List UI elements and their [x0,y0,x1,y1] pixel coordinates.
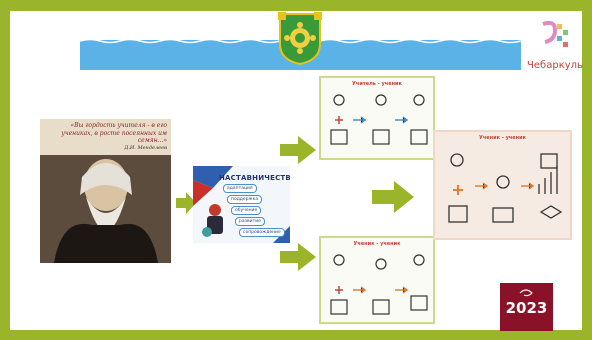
poster-item: поддержка [227,195,263,204]
poster-item: сопровождение [239,228,285,237]
card-diagram [330,254,428,315]
arrow-up-right-icon [280,136,316,164]
card-large-student-student: Ученик - ученик [433,130,572,240]
city-crest-icon [278,12,322,66]
card-diagram [448,153,563,223]
poster-item: обучение [231,206,262,215]
poster-title: НАСТАВНИЧЕСТВО [219,174,290,182]
brand-mark-icon [542,20,568,47]
year-badge: 2023 [500,283,553,331]
year-badge-icon: 2023 [506,289,548,317]
quote-author: Д.И. Менделеев [124,144,167,151]
mendeleev-portrait: «Вы гордость учителя - в его учениках, в… [40,119,171,263]
badge-year: 2023 [506,299,548,317]
card-diagram [330,94,428,145]
card-teacher-student: Учитель - ученик [319,76,435,160]
arrow-right-icon [176,192,196,214]
mentor-figure-icon [202,204,223,237]
card-student-student: Ученик - ученик [319,236,435,324]
poster-item: адаптация [223,184,257,193]
quote-text: «Вы гордость учителя - в его учениках, в… [61,122,167,144]
arrow-down-right-icon [280,243,316,271]
card-title: Учитель - ученик [352,81,402,87]
poster-item: развитие [235,217,265,226]
arrow-center-right-icon [372,181,414,213]
brand-name: Чебаркуль [527,60,583,71]
portrait-figure [40,155,171,263]
card-title: Ученик - ученик [478,135,527,141]
mentorship-poster: НАСТАВНИЧЕСТВО адаптация поддержка обуче… [193,166,290,243]
brand-logo: Чебаркуль [524,20,586,74]
card-title: Ученик - ученик [353,241,401,247]
portrait-quote: «Вы гордость учителя - в его учениках, в… [40,119,171,155]
